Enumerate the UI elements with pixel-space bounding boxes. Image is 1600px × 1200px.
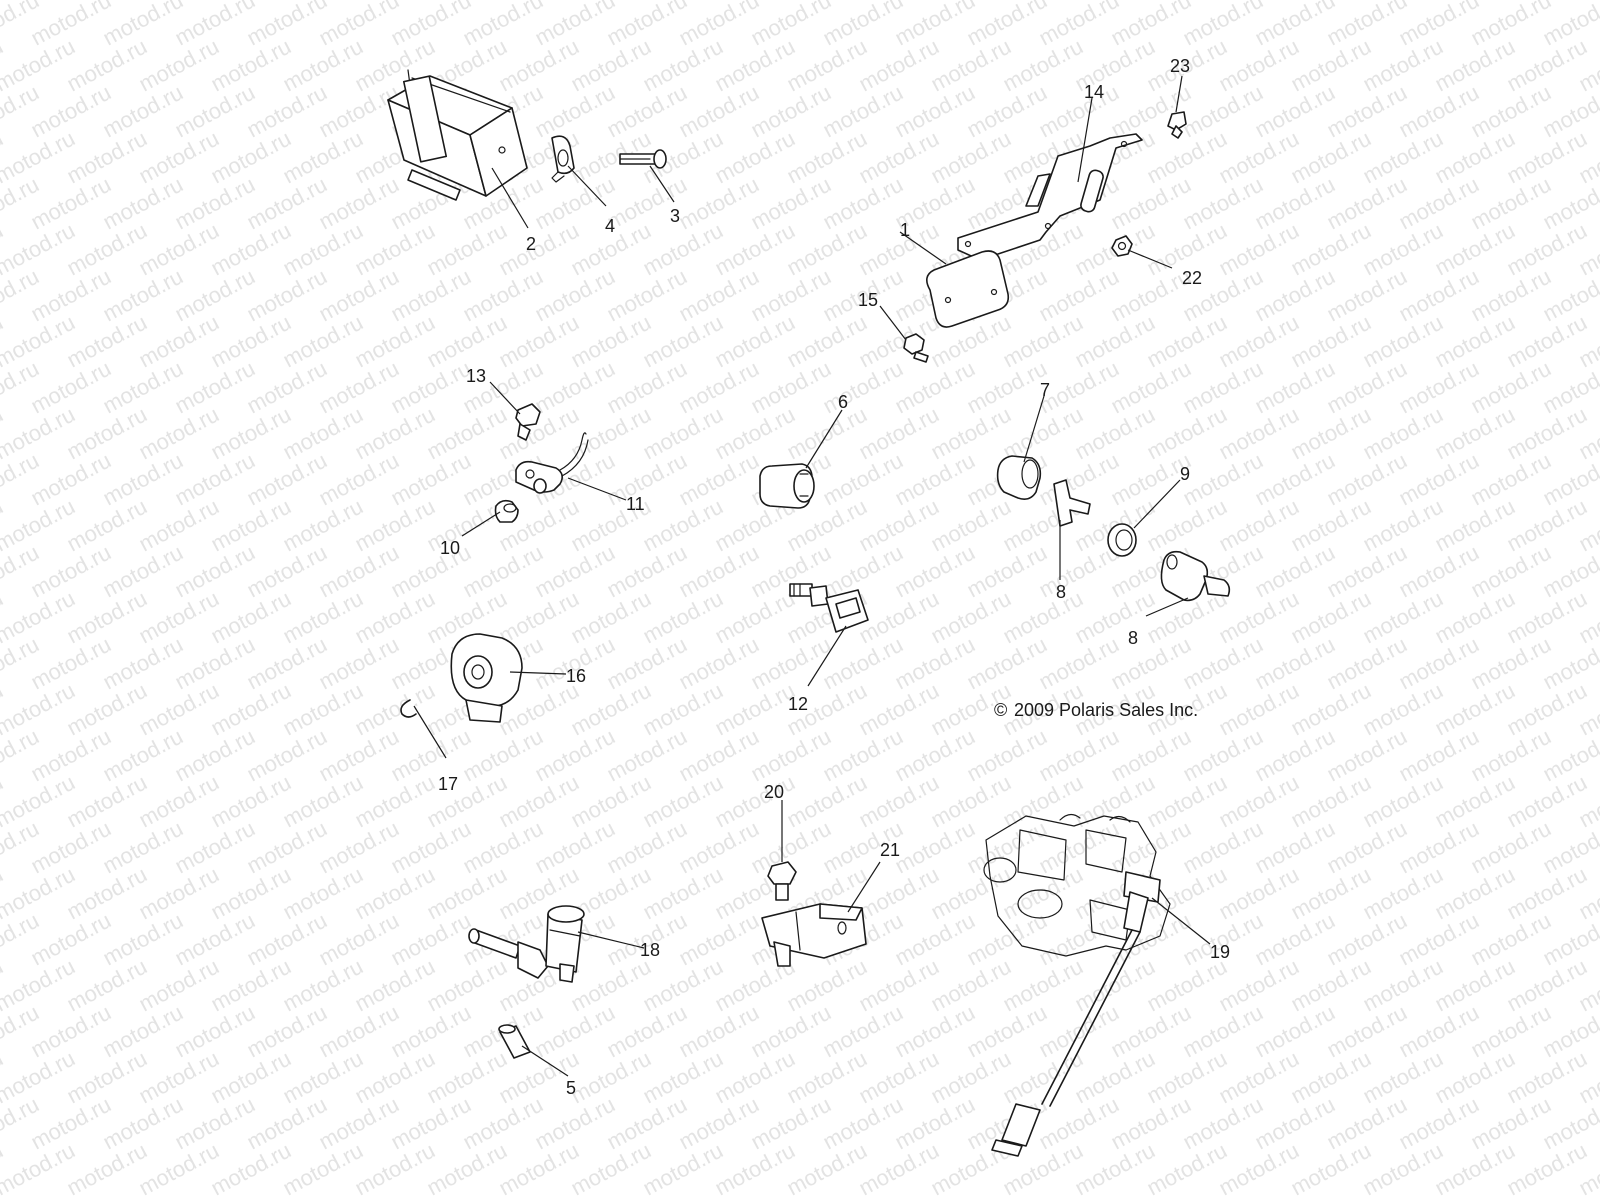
callout-8a: 8 bbox=[1056, 582, 1066, 602]
callout-16: 16 bbox=[566, 666, 586, 686]
callout-15: 15 bbox=[858, 290, 878, 310]
watermark-text: motod.ru bbox=[1575, 0, 1600, 4]
part-pin-5 bbox=[498, 1024, 531, 1059]
part-circlip-17 bbox=[400, 699, 417, 718]
callout-22: 22 bbox=[1182, 268, 1202, 288]
part-screw-23 bbox=[1167, 111, 1187, 139]
copyright-symbol: © bbox=[994, 700, 1007, 720]
part-plug-6 bbox=[759, 463, 815, 509]
part-nut-22 bbox=[1111, 235, 1133, 257]
callout-19: 19 bbox=[1210, 942, 1230, 962]
part-bolt-20 bbox=[767, 861, 797, 901]
part-sensor-wire bbox=[515, 432, 589, 494]
callout-13: 13 bbox=[466, 366, 486, 386]
part-ecu-module bbox=[387, 69, 528, 201]
callout-6: 6 bbox=[838, 392, 848, 412]
callout-14: 14 bbox=[1084, 82, 1104, 102]
callout-11: 11 bbox=[626, 494, 645, 514]
callout-21: 21 bbox=[880, 840, 900, 860]
part-screw-15 bbox=[903, 333, 929, 363]
copyright-notice: © 2009 Polaris Sales Inc. bbox=[994, 700, 1198, 720]
part-sensor-harness-19 bbox=[991, 871, 1161, 1157]
part-bolt-13 bbox=[515, 403, 541, 441]
part-washer-9 bbox=[1107, 523, 1137, 557]
part-sensor-8b bbox=[1160, 550, 1231, 602]
callout-8b: 8 bbox=[1128, 628, 1138, 648]
part-bolt-3 bbox=[619, 149, 667, 169]
part-p-clamp bbox=[551, 135, 575, 183]
copyright-text: 2009 Polaris Sales Inc. bbox=[1014, 700, 1198, 720]
part-bushing-10 bbox=[494, 499, 519, 523]
part-clip-8a bbox=[1053, 479, 1091, 527]
callout-18: 18 bbox=[640, 940, 660, 960]
callout-numbers: 1 2 3 4 5 6 7 8 8 9 10 11 12 13 14 15 16… bbox=[438, 56, 1230, 1098]
part-module-1 bbox=[926, 250, 1010, 328]
part-bracket bbox=[957, 133, 1143, 261]
callout-12: 12 bbox=[788, 694, 808, 714]
callout-10: 10 bbox=[440, 538, 460, 558]
callout-7: 7 bbox=[1040, 380, 1050, 400]
callout-3: 3 bbox=[670, 206, 680, 226]
part-knock-sensor bbox=[450, 633, 523, 723]
callout-20: 20 bbox=[764, 782, 784, 802]
part-cam-sensor bbox=[468, 905, 585, 983]
callout-23: 23 bbox=[1170, 56, 1190, 76]
part-map-sensor bbox=[761, 903, 867, 967]
part-throttle-body bbox=[983, 813, 1171, 957]
part-temp-sensor bbox=[789, 583, 869, 633]
callout-17: 17 bbox=[438, 774, 458, 794]
callout-5: 5 bbox=[566, 1078, 576, 1098]
callout-2: 2 bbox=[526, 234, 536, 254]
leader-lines bbox=[413, 75, 1211, 1077]
part-cap-7 bbox=[996, 455, 1042, 500]
callout-4: 4 bbox=[605, 216, 615, 236]
callout-9: 9 bbox=[1180, 464, 1190, 484]
callout-1: 1 bbox=[900, 220, 910, 240]
